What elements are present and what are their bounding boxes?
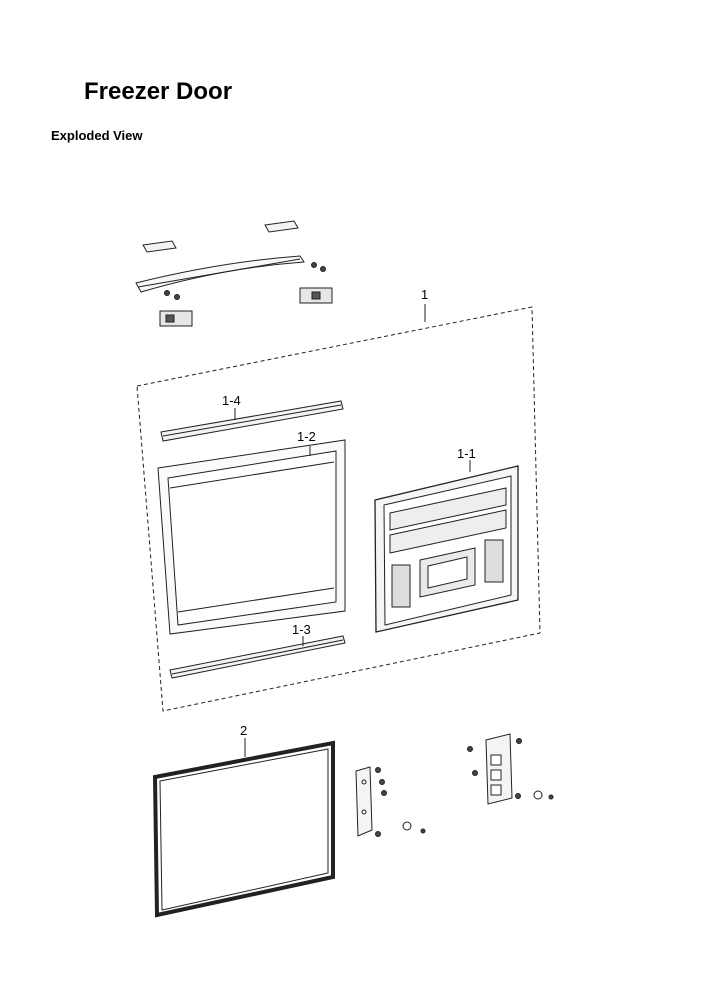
top-handle-bar: [135, 255, 305, 293]
page-title: Freezer Door: [84, 78, 233, 105]
part-2-gasket: [152, 738, 335, 918]
part-1-4-handle-cap: [160, 400, 344, 442]
hinge-bracket-lower-right: [467, 733, 554, 805]
callout-1-1: 1-1: [457, 446, 476, 461]
part-1-3-bottom-cap: [169, 635, 346, 679]
handle-cap-right: [264, 220, 299, 233]
assembly-boundary: [136, 306, 541, 712]
part-1-1-door-panel: [374, 460, 519, 633]
part-1-2-inner-frame: [157, 439, 346, 635]
callout-1-4: 1-4: [222, 393, 241, 408]
page-subtitle: Exploded View: [51, 128, 143, 143]
callout-1: 1: [421, 287, 428, 302]
callout-1-2: 1-2: [297, 429, 316, 444]
callout-2: 2: [240, 723, 247, 738]
hinge-bracket-lower-left: [355, 766, 426, 837]
callout-1-3: 1-3: [292, 622, 311, 637]
hinge-bracket-left: [159, 310, 193, 327]
top-handle-group: [135, 220, 333, 327]
handle-cap-left: [142, 240, 177, 253]
